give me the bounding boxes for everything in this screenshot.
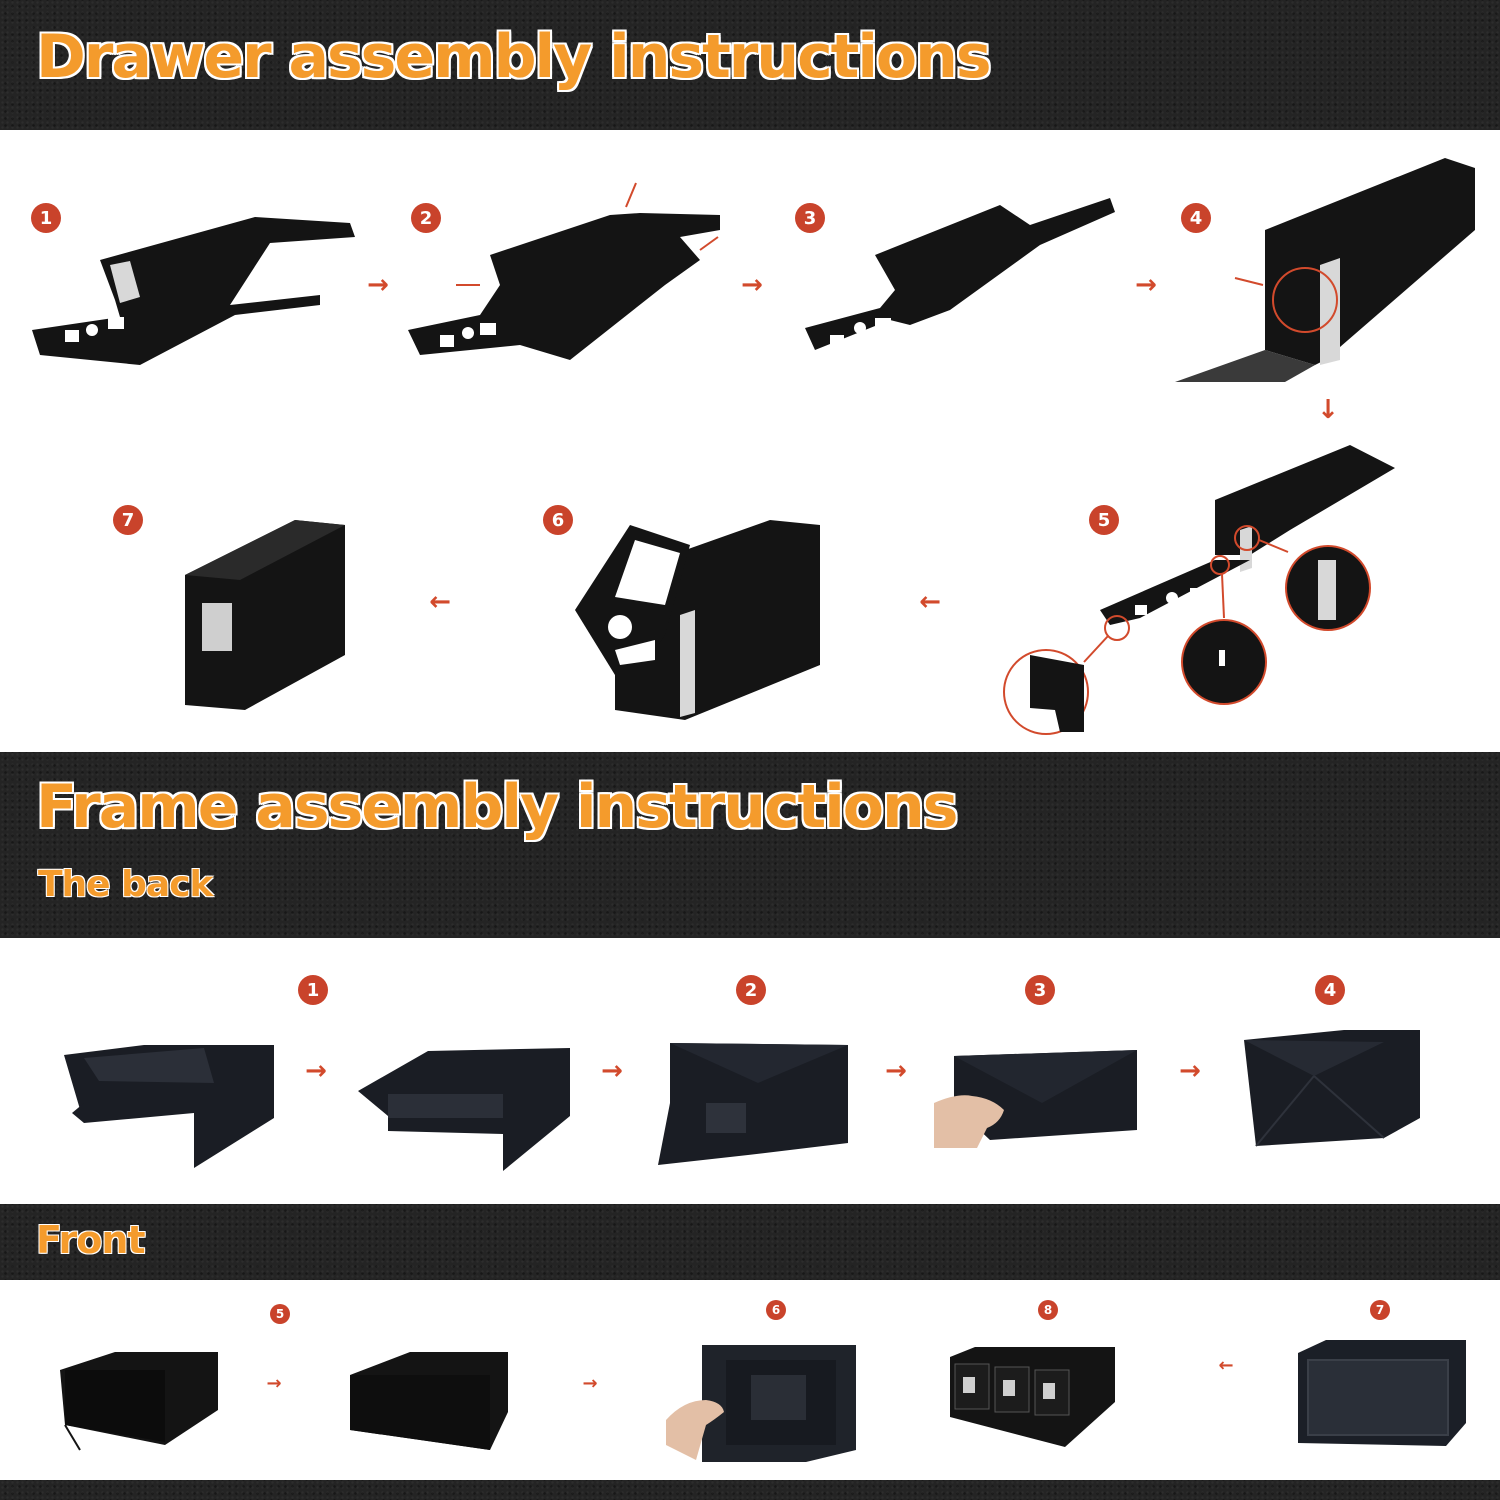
back-arrow-3: → (885, 1056, 907, 1086)
back-arrow-1: → (305, 1056, 327, 1086)
drawer-step-badge-1: 1 (31, 203, 61, 233)
front-arrow-2: → (582, 1373, 598, 1394)
front-step-8-illustration (950, 1347, 1115, 1447)
drawer-steps-panel: 1 2 3 4 5 6 7 → → → ↓ ← ← (0, 130, 1500, 752)
back-arrow-4: → (1179, 1056, 1201, 1086)
back-arrow-2: → (601, 1056, 623, 1086)
drawer-step-1-illustration (32, 217, 355, 365)
front-step-badge-7: 7 (1370, 1300, 1390, 1320)
drawer-step-badge-3: 3 (795, 203, 825, 233)
drawer-header-band: Drawer assembly instructions (0, 0, 1500, 130)
drawer-arrow-2-3: → (741, 270, 763, 300)
drawer-arrow-4-5: ↓ (1317, 395, 1339, 425)
drawer-arrow-6-7: ← (429, 587, 451, 617)
drawer-arrow-3-4: → (1135, 270, 1157, 300)
back-step-badge-1: 1 (298, 975, 328, 1005)
drawer-step-badge-7: 7 (113, 505, 143, 535)
front-subtitle: Front (36, 1218, 146, 1262)
front-arrow-1: → (266, 1373, 282, 1394)
back-step-badge-4: 4 (1315, 975, 1345, 1005)
drawer-step-3-illustration (805, 198, 1115, 350)
frame-back-panel: 1 2 3 4 → → → → (0, 938, 1500, 1204)
front-step-badge-8: 8 (1038, 1300, 1058, 1320)
drawer-arrow-1-2: → (367, 270, 389, 300)
front-step-5b-illustration (350, 1352, 508, 1450)
back-step-badge-2: 2 (736, 975, 766, 1005)
frame-header-band: Frame assembly instructions The back (0, 752, 1500, 938)
drawer-arrow-5-6: ← (919, 587, 941, 617)
drawer-step-badge-2: 2 (411, 203, 441, 233)
drawer-section-title: Drawer assembly instructions (36, 22, 992, 92)
back-step-1-illustration (64, 1045, 274, 1168)
drawer-step-5-illustration (1003, 445, 1395, 735)
front-header-band: Front (0, 1204, 1500, 1280)
front-step-badge-5: 5 (270, 1304, 290, 1324)
front-step-7-illustration (1298, 1340, 1466, 1446)
front-step-5-illustration (60, 1352, 218, 1451)
drawer-step-badge-4: 4 (1181, 203, 1211, 233)
front-step-badge-6: 6 (766, 1300, 786, 1320)
drawer-step-badge-6: 6 (543, 505, 573, 535)
back-step-badge-3: 3 (1025, 975, 1055, 1005)
drawer-step-4-illustration (1175, 158, 1475, 382)
back-step-2-illustration (358, 1048, 570, 1171)
back-step-3-hand-illustration (934, 1050, 1137, 1148)
frame-front-panel: 5 6 8 7 → → ← (0, 1280, 1500, 1480)
drawer-step-badge-5: 5 (1089, 505, 1119, 535)
back-step-3-illustration (658, 1043, 848, 1165)
back-subtitle: The back (38, 864, 213, 905)
front-step-6-illustration (666, 1345, 856, 1462)
drawer-step-2-illustration (408, 182, 720, 360)
drawer-step-6-illustration (575, 520, 820, 720)
front-arrow-3: ← (1218, 1355, 1234, 1376)
drawer-step-7-illustration (185, 520, 345, 710)
back-step-4-illustration (1244, 1030, 1420, 1147)
bottom-band (0, 1480, 1500, 1500)
frame-section-title: Frame assembly instructions (36, 772, 958, 842)
